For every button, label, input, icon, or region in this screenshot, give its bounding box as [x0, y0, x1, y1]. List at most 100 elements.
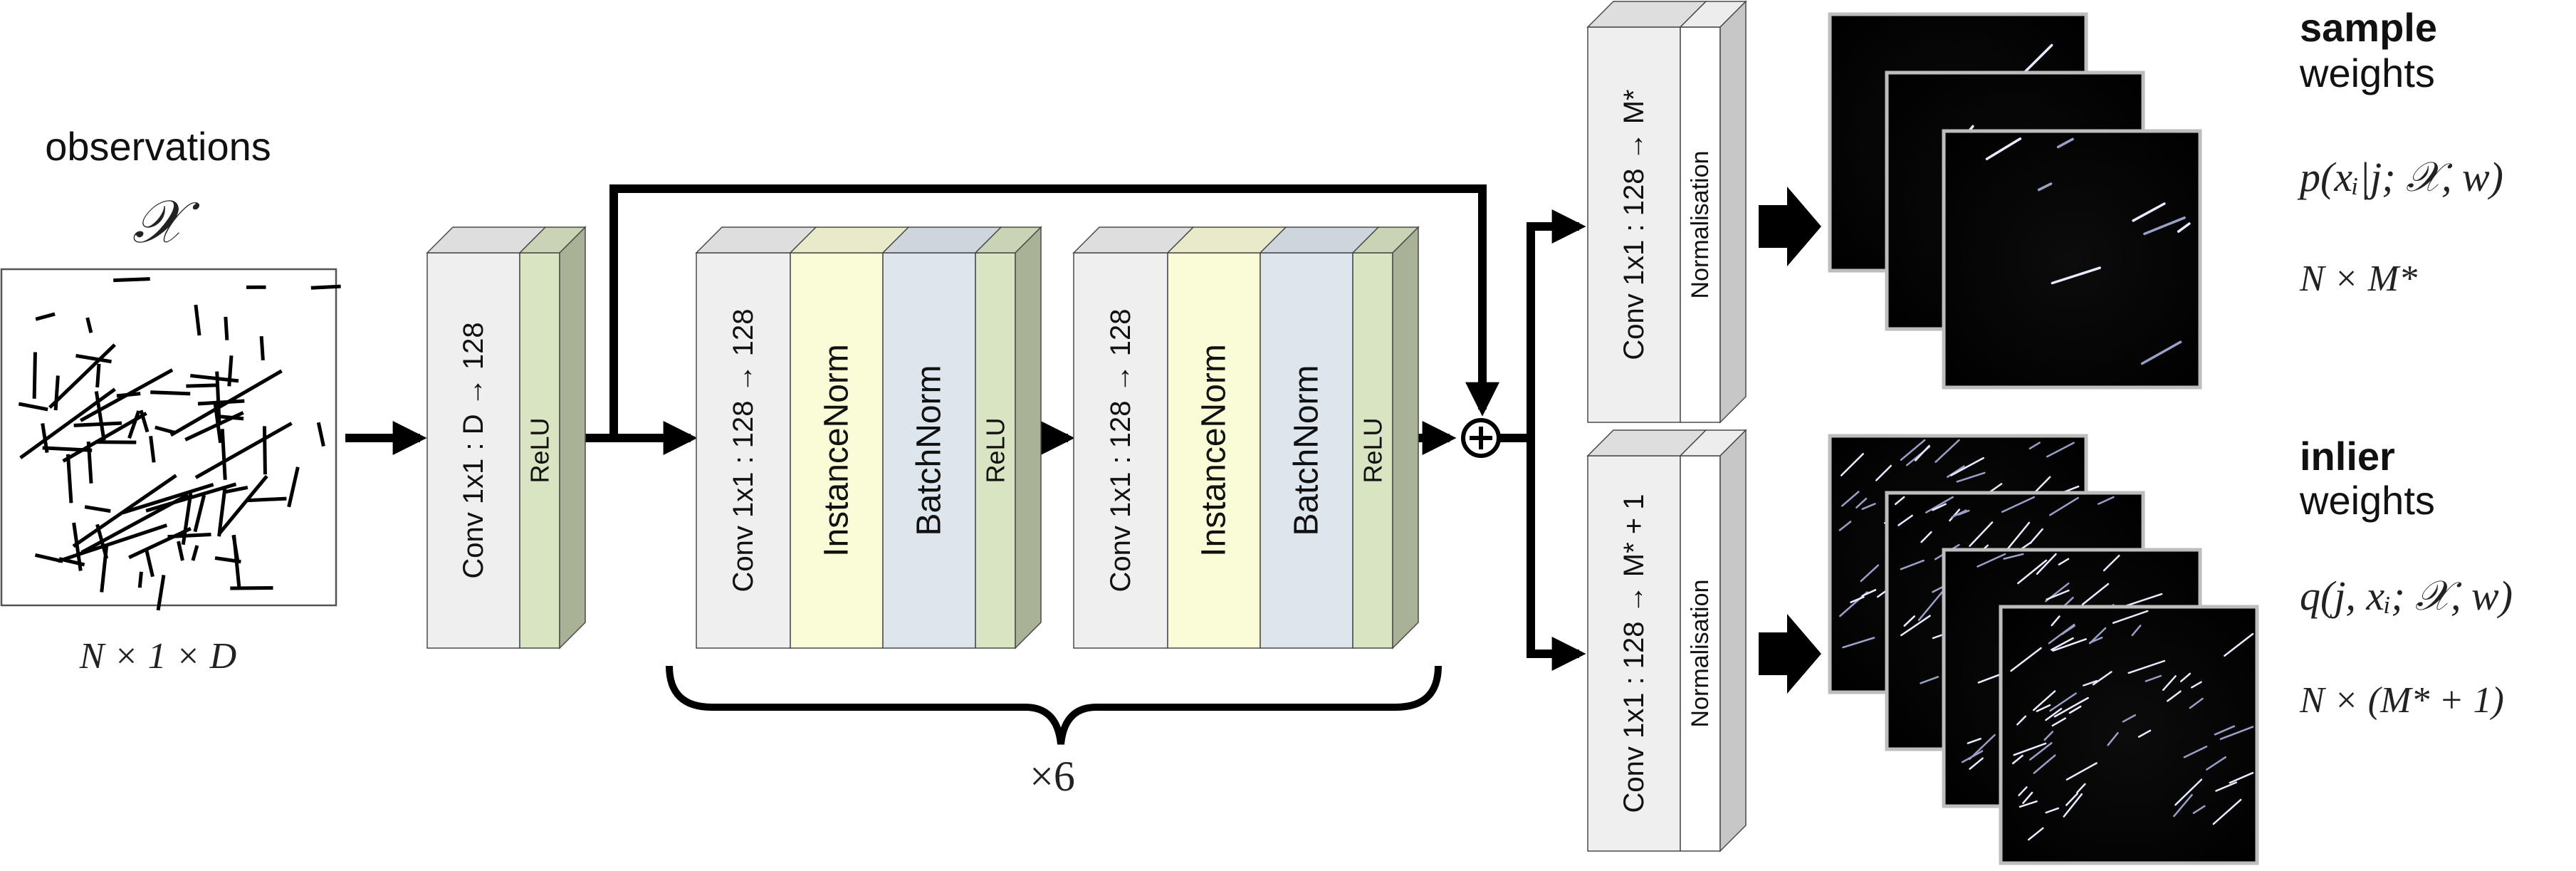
weight-stroke [2016, 715, 2027, 726]
block-sample_head: Conv 1x1 : 128 → M* Normalisation [1586, 0, 1747, 424]
edge-stroke [184, 411, 244, 442]
edge-stroke [155, 425, 176, 434]
weight-stroke [2122, 714, 2137, 723]
weight-stroke [2052, 638, 2087, 652]
weight-stroke [2132, 202, 2166, 222]
connections [345, 184, 1586, 671]
edge-stroke [169, 369, 283, 437]
weight-stroke [2112, 610, 2149, 624]
res1-batchnorm-label: BatchNorm [911, 365, 948, 536]
res1-relu-label: ReLU [981, 417, 1010, 483]
inlier_head-conv: Conv 1x1 : 128 → M* + 1 [1586, 429, 1707, 852]
block-side-face [1015, 226, 1042, 650]
block-side-face [1719, 0, 1747, 424]
inlier_head-conv-label: Conv 1x1 : 128 → M* + 1 [1618, 494, 1650, 813]
weight-stroke [1903, 615, 1916, 627]
weight-stroke [2174, 778, 2203, 806]
observations-label: observations [45, 124, 271, 169]
edge-stroke [150, 390, 191, 396]
weight-stroke [2177, 222, 2191, 233]
first-relu: ReLU [518, 226, 587, 649]
weight-stroke [2019, 800, 2038, 808]
weight-stroke [2056, 137, 2074, 149]
edge-stroke [128, 526, 192, 560]
sample-formula: p(xᵢ|j; 𝒳, w) [2297, 154, 2503, 200]
sample-weight-map-3 [1942, 129, 2202, 390]
weight-stroke [1920, 676, 1939, 684]
weight-stroke [2214, 725, 2236, 736]
repeat-brace [666, 665, 1442, 745]
weight-stroke [2092, 671, 2112, 686]
edge-stroke [191, 545, 199, 561]
weight-stroke [2089, 637, 2103, 644]
weight-stroke [1932, 503, 1947, 511]
weight-stroke [2061, 625, 2075, 635]
edge-stroke [35, 312, 56, 321]
edge-stroke [95, 363, 101, 388]
weight-stroke [1925, 496, 1954, 513]
weight-stroke [2051, 637, 2074, 651]
edge-stroke [48, 343, 116, 410]
weight-stroke [2011, 754, 2023, 765]
weight-stroke [1841, 491, 1860, 507]
edge-stroke [62, 412, 147, 463]
weight-stroke [2162, 675, 2177, 692]
weight-stroke [2065, 762, 2098, 781]
edge-stroke [85, 317, 93, 333]
weight-stroke [2224, 632, 2254, 657]
sample_head-conv-label: Conv 1x1 : 128 → M* [1618, 89, 1650, 360]
weight-stroke [2167, 690, 2182, 702]
weight-stroke [2037, 182, 2053, 192]
weight-stroke [1900, 615, 1931, 637]
first-relu-label: ReLU [525, 417, 555, 483]
res1-instancenorm: InstanceNorm [789, 226, 910, 649]
weight-stroke [2029, 528, 2043, 544]
edge-stroke [75, 353, 112, 364]
edge-stroke [224, 316, 229, 340]
weight-stroke [1934, 439, 1960, 463]
weight-stroke [2045, 708, 2063, 721]
weight-stroke [2018, 786, 2028, 796]
weight-stroke [2063, 793, 2083, 818]
weight-stroke [1950, 457, 1984, 476]
first-conv: Conv 1x1 : D → 128 [426, 226, 547, 649]
res2-batchnorm-label: BatchNorm [1288, 365, 1326, 536]
plus-circle-icon [1461, 418, 1501, 458]
weight-stroke [2215, 781, 2238, 792]
repeat-label: ×6 [1030, 753, 1075, 800]
sample_head-norm: Normalisation [1679, 1, 1747, 423]
inlier-title: weights [2299, 478, 2435, 523]
sample_head-norm-label: Normalisation [1687, 151, 1714, 299]
weight-stroke [2033, 754, 2056, 774]
res1-batchnorm: BatchNorm [881, 226, 1002, 649]
weight-stroke [1951, 509, 1967, 518]
edge-stroke [310, 284, 341, 290]
res2-relu: ReLU [1351, 226, 1420, 649]
block-side-face [1719, 429, 1747, 852]
weight-stroke [2001, 496, 2036, 513]
arrow-to-sample-head [1527, 209, 1586, 438]
edge-stroke [137, 571, 143, 588]
weight-stroke [1850, 596, 1865, 603]
edge-stroke [145, 482, 237, 513]
weight-stroke [2212, 798, 2242, 825]
inlier_head-norm-label: Normalisation [1687, 580, 1714, 728]
edge-stroke [262, 426, 267, 475]
edge-stroke [214, 556, 241, 564]
edge-stroke [19, 387, 116, 459]
edge-stroke [218, 474, 268, 534]
res2-conv-label: Conv 1x1 : 128 → 128 [1105, 308, 1136, 592]
weight-stroke [2076, 783, 2086, 794]
sample_head-conv: Conv 1x1 : 128 → M* [1586, 1, 1707, 423]
edge-stroke [222, 485, 248, 494]
edge-stroke [127, 410, 141, 439]
weight-stroke [2183, 746, 2208, 758]
inlier-weight-map-4 [1999, 605, 2259, 865]
weight-stroke [1842, 637, 1875, 649]
weight-stroke [1900, 439, 1926, 461]
block-inlier_head: Conv 1x1 : 128 → M* + 1 Normalisation [1586, 429, 1747, 852]
weight-stroke [1932, 585, 1944, 593]
edge-stroke [186, 383, 217, 388]
